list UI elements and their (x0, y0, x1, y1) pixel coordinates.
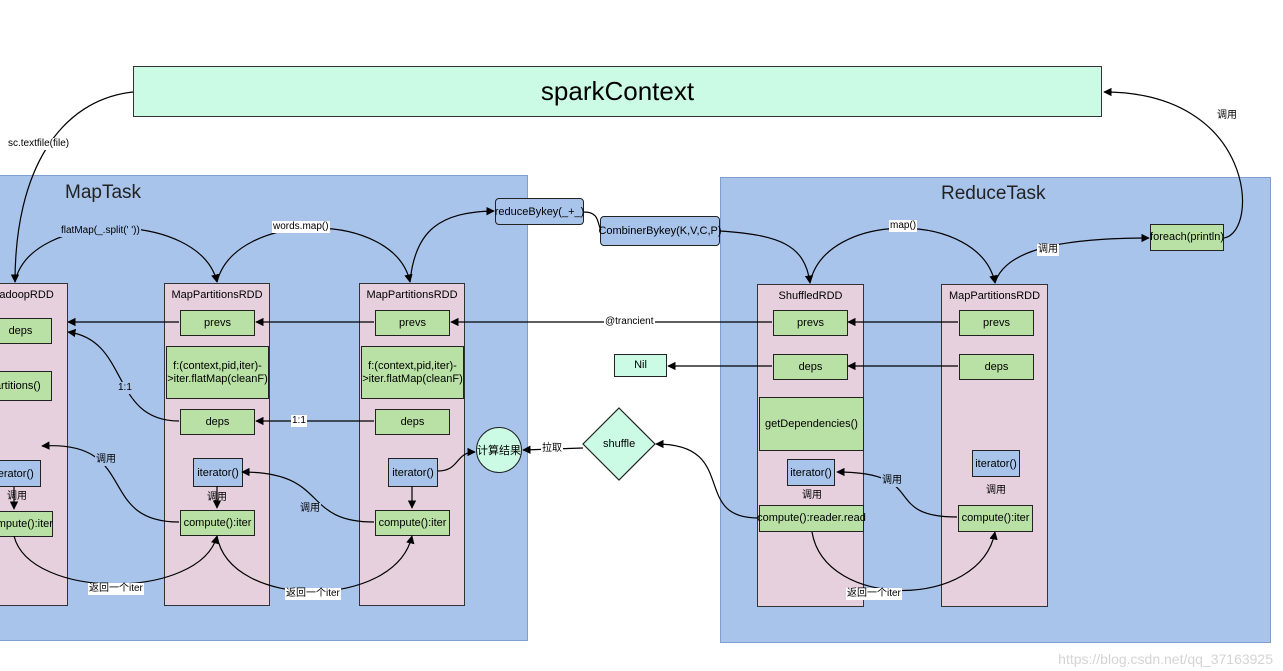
hadoop-iterator: iterator() (0, 460, 41, 487)
hadoop-rdd: p:HadoopRDD deps getPartitions() iterato… (0, 283, 68, 606)
flatmap-label: flatMap(_.split(' ')) (60, 225, 141, 237)
return-3-label: 返回一个iter (846, 588, 902, 600)
hadoop-compute: compute():iter (0, 511, 53, 537)
return-iter-1 (13, 535, 220, 585)
call-m2-label: 调用 (299, 503, 321, 515)
call-foreach-label: 调用 (1037, 244, 1059, 256)
watermark: https://blog.csdn.net/qq_37163925 (1058, 651, 1273, 667)
result-label: 计算结果 (477, 445, 521, 457)
map2-iterator: iterator() (388, 458, 438, 487)
map2-deps: deps (375, 409, 450, 435)
map-task-title: MapTask (65, 182, 142, 203)
map1-call-arrow (41, 441, 180, 523)
shuffled-compute: compute():reader.read (757, 505, 866, 532)
one-to-one-a-label: 1:1 (117, 382, 133, 394)
shuffle-label: shuffle (603, 438, 636, 450)
map1-function: f:(context,pid,iter)->iter.flatMap(clean… (166, 346, 269, 399)
call-r2-label: 调用 (986, 485, 1006, 496)
hadoop-get-partitions: getPartitions() (0, 371, 52, 401)
reducebykey-combiner-line (583, 211, 602, 231)
shuffle-diamond (582, 407, 656, 481)
map2-call-arrow (241, 467, 375, 523)
nil-node: Nil (614, 354, 667, 377)
map1-deps: deps (180, 409, 255, 435)
reduce-map-deps: deps (959, 354, 1034, 380)
shuffled-iterator: iterator() (787, 459, 835, 486)
reduce-call-arrow (836, 467, 958, 518)
map1-deps-arrow (67, 328, 180, 422)
reduce-bykey-node: reduceBykey(_+_) (495, 198, 584, 225)
shuffled-get-dependencies: getDependencies() (759, 397, 864, 451)
shuffled-prevs: prevs (773, 310, 848, 336)
map2-compute: compute():iter (375, 510, 450, 536)
reduce-map-partitions-rdd: MapPartitionsRDD prevs deps iterator() c… (941, 284, 1048, 607)
result-node: 计算结果 (476, 427, 522, 473)
combiner-bykey-node: CombinerBykey(K,V,C,P) (598, 216, 722, 246)
one-to-one-b-label: 1:1 (291, 415, 307, 427)
pull-label: 拉取 (541, 443, 563, 455)
spark-context-title: sparkContext (540, 76, 695, 106)
hadoop-rdd-title: p:HadoopRDD (0, 289, 54, 301)
words-map-label: words.map() (272, 221, 330, 233)
trancient-label: @trancient (604, 316, 655, 328)
reduce-map-prevs: prevs (959, 310, 1034, 336)
textfile-label: sc.textfile(file) (7, 138, 71, 150)
words-map-arrow (216, 227, 413, 283)
call-r1-label: 调用 (881, 475, 903, 487)
return-iter-2 (216, 535, 415, 593)
map-fn-arrow (809, 227, 998, 284)
shuffled-deps: deps (773, 354, 848, 380)
to-reducebykey-arrow (409, 206, 495, 283)
map2-function: f:(context,pid,iter)->iter.flatMap(clean… (361, 346, 464, 399)
call-h2-label: 调用 (7, 491, 27, 502)
map-partitions-rdd-2: MapPartitionsRDD prevs f:(context,pid,it… (359, 283, 465, 606)
to-foreach-arrow (994, 233, 1150, 284)
map-fn-label: map() (889, 220, 918, 232)
shuffled-rdd: ShuffledRDD prevs deps getDependencies()… (757, 284, 866, 607)
reduce-map-iterator: iterator() (972, 450, 1020, 477)
map-partitions-rdd-1: MapPartitionsRDD prevs f:(context,pid,it… (164, 283, 270, 606)
call-s1-label: 调用 (802, 490, 822, 501)
shuffled-compute-shuffle (655, 439, 759, 519)
reduce-map-partitions-title: MapPartitionsRDD (948, 290, 1041, 302)
call-top-label: 调用 (1216, 110, 1238, 122)
spark-context-box: sparkContext (133, 66, 1102, 117)
map1-prevs: prevs (180, 310, 255, 336)
combiner-shuffled-arrow (719, 230, 814, 284)
return-iter-3 (811, 531, 998, 592)
map-partitions-1-title: MapPartitionsRDD (171, 289, 263, 301)
foreach-node: foreach(println) (1150, 224, 1224, 251)
hadoop-deps: deps (0, 318, 52, 344)
reduce-task-title: ReduceTask (941, 183, 1046, 204)
map2-prevs: prevs (375, 310, 450, 336)
call-m1-label: 调用 (207, 492, 227, 503)
shuffled-rdd-title: ShuffledRDD (778, 290, 843, 302)
map-partitions-2-title: MapPartitionsRDD (366, 289, 458, 301)
map2-iter-result (437, 447, 476, 472)
call-h1-label: 调用 (95, 454, 117, 466)
foreach-call-arrow (1103, 87, 1244, 239)
map1-iterator: iterator() (193, 458, 243, 487)
return-2-label: 返回一个iter (285, 588, 341, 600)
return-1-label: 返回一个iter (88, 583, 144, 595)
